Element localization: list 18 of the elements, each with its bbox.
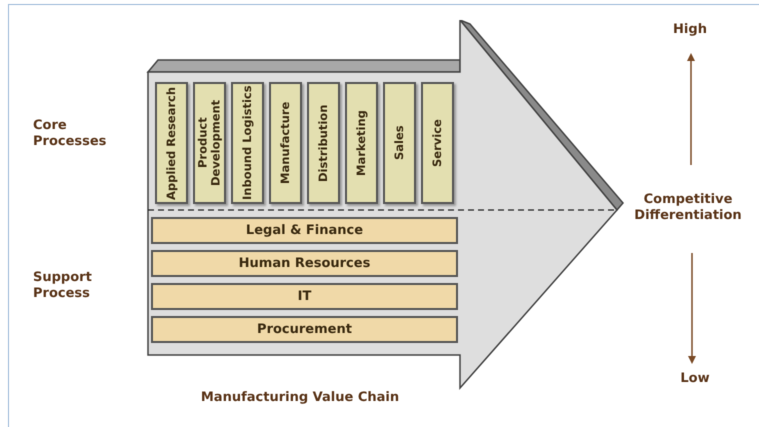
support-bar: Legal & Finance [151,217,458,244]
caption: Manufacturing Value Chain [200,390,400,406]
process-box: Product Development [193,82,226,204]
process-box: Distribution [307,82,340,204]
process-box: Sales [383,82,416,204]
axis-label: High [672,22,708,38]
process-box: Manufacture [269,82,302,204]
axis-label: Competitive Differentiation [633,192,743,224]
process-box: Service [421,82,454,204]
axis-label: Low [679,371,711,387]
process-box: Applied Research [155,82,188,204]
process-box: Inbound Logistics [231,82,264,204]
support-bar: Procurement [151,316,458,343]
process-box: Marketing [345,82,378,204]
row-label: Core Processes [33,118,108,150]
row-label: Support Process [33,270,93,302]
support-bar: Human Resources [151,250,458,277]
support-bar: IT [151,283,458,310]
